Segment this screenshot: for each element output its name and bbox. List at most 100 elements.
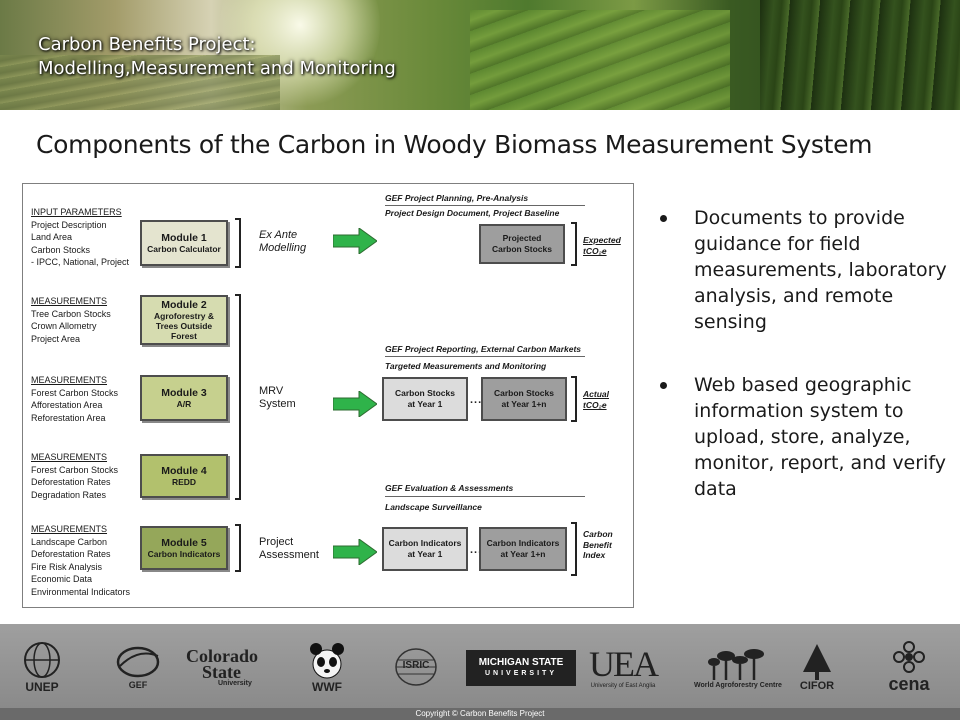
phase-line: MRV	[259, 385, 284, 397]
carbon-indicators-year1-box: Carbon Indicators at Year 1	[382, 527, 468, 571]
uea-logo-subtext: University of East Anglia	[590, 683, 656, 689]
param-item: Deforestation Rates	[31, 549, 111, 559]
unep-logo-text: UNEP	[25, 680, 59, 694]
param-item: Carbon Stocks	[31, 244, 91, 255]
cena-flower-icon	[893, 641, 925, 673]
bracket-assessment	[235, 524, 241, 572]
gef-globe-icon	[116, 646, 160, 678]
cena-logo: cena	[876, 636, 942, 698]
slide-title: Components of the Carbon in Woody Biomas…	[36, 130, 873, 159]
cena-logo-text: cena	[888, 674, 930, 694]
param-item: Landscape Carbon	[31, 536, 108, 547]
module-title: Module 1	[161, 232, 207, 244]
phase-line: Ex Ante	[259, 229, 298, 241]
isric-logo: ISRIC	[388, 636, 444, 698]
banner-hills-image	[470, 10, 730, 110]
param-item: Deforestation Rates	[31, 477, 111, 487]
bullet-item: Documents to provide guidance for field …	[660, 205, 950, 335]
phase-line: System	[259, 398, 296, 410]
box-line: at Year 1	[407, 399, 443, 409]
module-subtitle: Carbon Calculator	[147, 244, 221, 254]
banner-forest-image	[760, 0, 960, 110]
measurement-system-diagram: INPUT PARAMETERS Project Description Lan…	[22, 183, 634, 608]
phase-mrv-label: MRV System	[259, 385, 296, 411]
param-heading: INPUT PARAMETERS	[31, 207, 122, 217]
module-1-box: Module 1 Carbon Calculator	[140, 220, 228, 266]
param-item: Afforestation Area	[31, 400, 103, 410]
copyright-bar: Copyright © Carbon Benefits Project	[0, 708, 960, 720]
icraf-logo: World Agroforestry Centre	[692, 636, 784, 698]
param-item: Tree Carbon Stocks	[31, 308, 111, 319]
module-title: Module 4	[161, 465, 207, 477]
msu-logo-line1: MICHIGAN STATE	[478, 657, 564, 668]
param-item: Degradation Rates	[31, 489, 107, 500]
output-cbi-label: Carbon Benefit Index	[583, 529, 613, 561]
banner-terraces-image	[0, 55, 280, 110]
panda-icon	[310, 643, 344, 679]
output-line: Carbon	[583, 529, 613, 539]
param-item: Crown Allometry	[31, 321, 97, 331]
section-planning-subtitle: Project Design Document, Project Baselin…	[385, 208, 560, 218]
msu-logo: MICHIGAN STATE UNIVERSITY	[466, 650, 576, 686]
bullet-dot-icon	[660, 215, 667, 222]
module-title: Module 2	[161, 299, 207, 311]
csu-logo-line1: Colorado	[186, 645, 258, 666]
param-item: Project Description	[31, 219, 107, 230]
wwf-logo-text: WWF	[312, 680, 342, 694]
output-line: Benefit	[583, 539, 612, 550]
box-line: Carbon Stocks	[395, 388, 455, 398]
param-item: Economic Data	[31, 574, 93, 584]
module-5-box: Module 5 Carbon Indicators	[140, 526, 228, 570]
module-4-box: Module 4 REDD	[140, 454, 228, 498]
carbon-indicators-year1n-box: Carbon Indicators at Year 1+n	[479, 527, 567, 571]
box-line: at Year 1+n	[500, 549, 546, 559]
section-divider	[385, 205, 585, 206]
trees-icon	[708, 648, 764, 680]
output-bracket	[571, 376, 577, 422]
box-line: at Year 1+n	[501, 399, 547, 409]
phase-line: Project	[259, 536, 294, 548]
bullet-item: Web based geographic information system …	[660, 372, 950, 502]
param-item: Forest Carbon Stocks	[31, 464, 119, 475]
uea-logo: UEA University of East Anglia	[584, 636, 662, 698]
phase-line: Assessment	[259, 549, 319, 561]
bracket-ex-ante	[235, 218, 241, 268]
param-item: Forest Carbon Stocks	[31, 387, 119, 398]
output-line: tCO₂e	[583, 245, 607, 256]
bullet-dot-icon	[660, 382, 667, 389]
section-planning-title: GEF Project Planning, Pre-Analysis	[385, 193, 529, 203]
param-group-measurements-3: MEASUREMENTS Forest Carbon Stocks Defore…	[31, 451, 118, 501]
param-item: Reforestation Area	[31, 412, 106, 423]
param-group-measurements-1: MEASUREMENTS Tree Carbon Stocks Crown Al…	[31, 295, 111, 345]
wwf-logo: WWF	[300, 636, 354, 698]
param-item: Land Area	[31, 232, 73, 242]
arrow-right-icon	[333, 539, 377, 565]
box-line: Carbon Indicators	[388, 538, 462, 548]
output-actual-label: Actual tCO₂e	[583, 389, 609, 410]
gef-logo: GEF	[108, 636, 168, 698]
module-title: Module 3	[161, 387, 207, 399]
param-item: Fire Risk Analysis	[31, 561, 103, 572]
cifor-tree-icon	[803, 644, 831, 680]
banner-title-line2: Modelling,Measurement and Monitoring	[38, 58, 396, 79]
banner-title-line1: Carbon Benefits Project:	[38, 34, 256, 55]
param-group-measurements-4: MEASUREMENTS Landscape Carbon Deforestat…	[31, 523, 130, 598]
box-line: Carbon Stocks	[492, 244, 552, 254]
arrow-right-icon	[333, 391, 377, 417]
phase-assessment-label: Project Assessment	[259, 536, 319, 562]
module-subtitle: Agroforestry & Trees Outside Forest	[154, 311, 214, 341]
section-evaluation-subtitle: Landscape Surveillance	[385, 502, 482, 512]
param-group-input: INPUT PARAMETERS Project Description Lan…	[31, 206, 129, 269]
phase-ex-ante-label: Ex Ante Modelling	[259, 229, 306, 255]
isric-logo-text: ISRIC	[402, 660, 430, 671]
arrow-right-icon	[333, 228, 377, 254]
output-expected-label: Expected tCO₂e	[583, 235, 621, 256]
param-heading: MEASUREMENTS	[31, 524, 108, 534]
param-heading: MEASUREMENTS	[31, 375, 108, 385]
output-line: tCO₂e	[583, 399, 607, 410]
output-bracket	[571, 222, 577, 266]
isric-emblem-icon	[395, 648, 437, 686]
box-line: Carbon Stocks	[494, 388, 554, 398]
box-line: Projected	[502, 233, 542, 243]
carbon-stocks-year1-box: Carbon Stocks at Year 1	[382, 377, 468, 421]
